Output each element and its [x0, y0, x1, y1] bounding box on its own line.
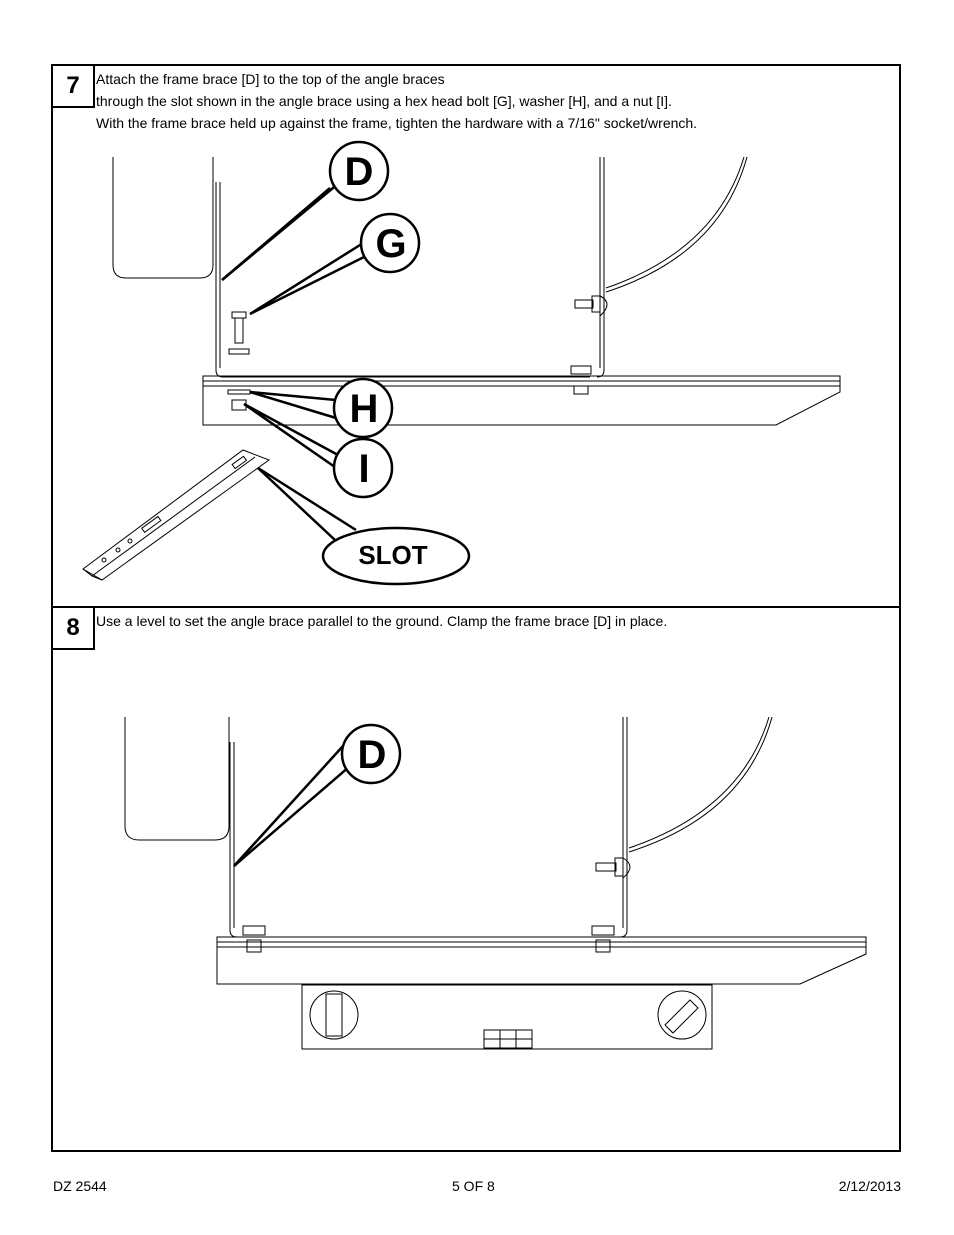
callout-h-circle: [332, 377, 394, 439]
step-7-line-2: through the slot shown in the angle brac…: [96, 93, 672, 109]
callout-i-label: I: [358, 447, 369, 491]
step-7-number: 7: [51, 64, 95, 108]
step-7-line-3: With the frame brace held up against the…: [96, 115, 698, 131]
callout-d-circle: [328, 140, 390, 202]
step-8-callout-d-label: D: [358, 733, 387, 777]
footer-page-number: 5 OF 8: [452, 1178, 495, 1194]
step-8-line-1: Use a level to set the angle brace paral…: [96, 613, 668, 629]
callout-i-circle: [332, 437, 394, 499]
callout-d-label: D: [345, 150, 374, 194]
footer-doc-id: DZ 2544: [53, 1178, 107, 1194]
step-8-callout-d-circle: [340, 723, 402, 785]
callout-slot-label: SLOT: [358, 540, 427, 570]
step-7-instructions: Attach the frame brace [D] to the top of…: [96, 68, 893, 134]
step-8-diagram: D: [124, 716, 867, 1050]
callout-g-circle: [359, 212, 421, 274]
step-8-panel: 8 Use a level to set the angle brace par…: [51, 606, 901, 1152]
step-7-diagram: D G H I SLOT: [82, 140, 841, 586]
step-7-panel: 7 Attach the frame brace [D] to the top …: [51, 64, 901, 609]
footer-date: 2/12/2013: [838, 1178, 901, 1194]
step-7-line-1: Attach the frame brace [D] to the top of…: [96, 71, 445, 87]
callout-h-label: H: [350, 387, 379, 431]
slot-callout-ellipse: [321, 526, 471, 586]
callout-g-label: G: [375, 222, 406, 266]
step-8-number: 8: [51, 606, 95, 650]
step-8-instructions: Use a level to set the angle brace paral…: [96, 610, 893, 632]
